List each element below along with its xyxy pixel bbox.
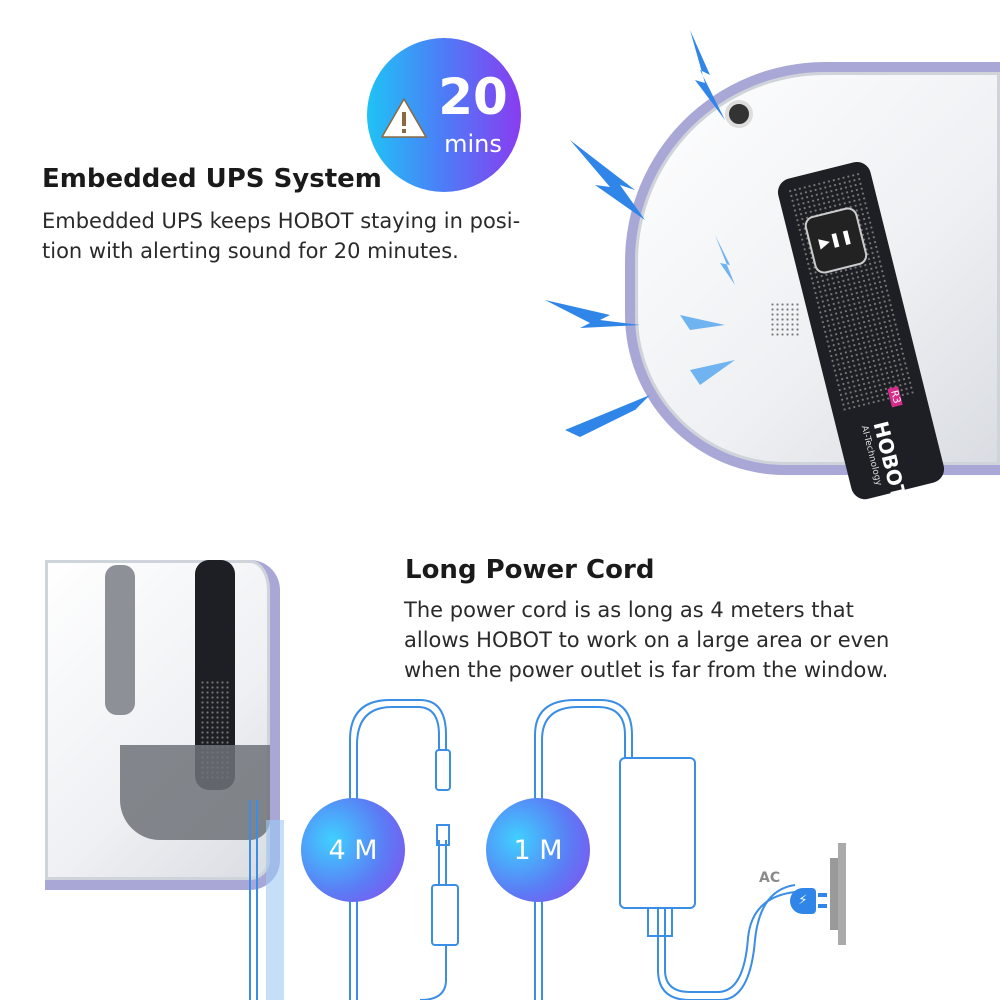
bolt-icon <box>545 300 640 328</box>
duration-badge: 20 mins <box>367 38 521 192</box>
warning-triangle-icon <box>381 98 427 138</box>
plug-icon: ⚡ <box>790 888 816 914</box>
vibration-bolts <box>545 30 735 437</box>
ups-description-line: tion with alerting sound for 20 minutes. <box>42 239 459 263</box>
bolt-icon <box>690 360 735 385</box>
bolt-icon <box>690 30 725 120</box>
sensor-icon <box>725 100 753 128</box>
wall <box>838 843 846 945</box>
bolt-icon <box>570 140 645 220</box>
badge-value: 20 <box>438 68 508 126</box>
cord-description-line: allows HOBOT to work on a large area or … <box>404 628 890 652</box>
cord-description: The power cord is as long as 4 meters th… <box>404 595 889 685</box>
bolt-icon <box>565 395 650 437</box>
ac-label: AC <box>759 870 781 886</box>
power-cord-diagram <box>249 699 796 1000</box>
cord-port-area <box>120 745 270 840</box>
robot-image-bottom <box>45 560 280 890</box>
control-strip: ▶❚❚ R3 HOBOT AI-Technology <box>775 159 948 503</box>
bolt-icon <box>680 315 725 330</box>
plug-prong <box>818 893 827 897</box>
bolt-icon <box>715 235 735 285</box>
cord-length-4m-badge: 4 M <box>301 798 405 902</box>
ups-title: Embedded UPS System <box>42 164 382 194</box>
plug-prong <box>818 904 827 908</box>
ups-description: Embedded UPS keeps HOBOT staying in posi… <box>42 206 520 266</box>
cord-description-line: when the power outlet is far from the wi… <box>404 658 889 682</box>
ups-description-line: Embedded UPS keeps HOBOT staying in posi… <box>42 209 521 233</box>
cord-description-line: The power cord is as long as 4 meters th… <box>404 598 854 622</box>
badge-unit: mins <box>444 130 502 158</box>
cord-length-1m-badge: 1 M <box>486 798 590 902</box>
side-vent <box>105 565 135 715</box>
robot-image-top: ▶❚❚ R3 HOBOT AI-Technology <box>625 62 1000 503</box>
cord-title: Long Power Cord <box>405 555 655 585</box>
speaker-grille <box>770 302 800 337</box>
